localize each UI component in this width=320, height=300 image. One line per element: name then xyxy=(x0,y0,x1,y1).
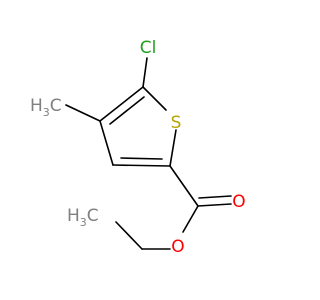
bond-c5-s xyxy=(142,86,167,111)
bond-carbonyl-o-double xyxy=(198,195,232,199)
methyl-subscript: 3 xyxy=(43,106,50,119)
bond-c2-c3 xyxy=(112,164,171,167)
ethyl-subscript: 3 xyxy=(80,216,87,229)
bond-carbonyl-ester-o xyxy=(182,205,199,233)
bond-carbonyl-o xyxy=(197,203,232,207)
bond-s-c2 xyxy=(169,129,177,167)
molecule-structure: Cl S H3C O O H3C xyxy=(30,38,246,257)
bond-c2-carbonyl xyxy=(169,165,199,207)
bond-c3-c4 xyxy=(99,120,114,166)
sulfur-atom: S xyxy=(171,113,182,133)
ethyl-terminal-label: H3C xyxy=(67,206,99,229)
bond-c4-methyl xyxy=(65,104,101,122)
bond-ch2-ch3 xyxy=(115,221,143,250)
ethyl-c: C xyxy=(87,206,99,226)
methyl-c: C xyxy=(50,96,62,116)
chlorine-atom: Cl xyxy=(140,38,157,58)
bond-c5-cl xyxy=(142,57,148,88)
carbonyl-oxygen-atom: O xyxy=(232,192,245,212)
bond-c4-c5 xyxy=(99,86,144,122)
ester-oxygen-atom: O xyxy=(171,237,184,257)
ethyl-h: H xyxy=(67,206,80,226)
bond-c4-c5-double xyxy=(109,96,145,125)
methyl-group-label: H3C xyxy=(30,96,62,119)
methyl-h: H xyxy=(30,96,43,116)
bond-c2-c3-double xyxy=(120,157,163,160)
